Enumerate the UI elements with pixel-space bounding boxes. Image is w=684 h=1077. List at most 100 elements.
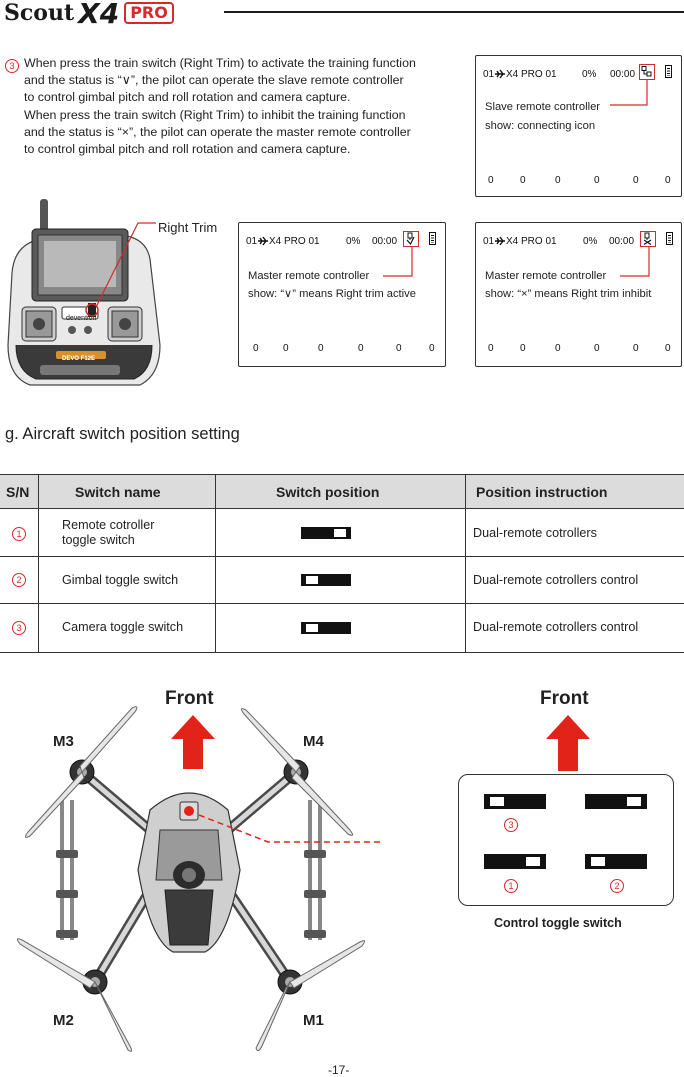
trim-active-icon bbox=[403, 231, 419, 247]
row-divider bbox=[0, 556, 684, 557]
switch-name: Camera toggle switch bbox=[62, 620, 184, 634]
right-trim-label: Right Trim bbox=[158, 220, 218, 235]
transmitter-illustration: devention DEVO F12E Right Trim bbox=[0, 195, 232, 395]
table-header: Switch position bbox=[276, 484, 380, 500]
lcd-caption-line1: Master remote controller bbox=[248, 270, 370, 282]
lcd-screen-slave: 01 X4 PRO 01 0% 00:00 Slave remote contr… bbox=[475, 55, 682, 197]
trim-inhibit-icon bbox=[640, 231, 656, 247]
channel-value: 0 bbox=[520, 175, 526, 186]
position-instruction: Dual-remote cotrollers bbox=[473, 526, 597, 540]
controller-badge: DEVO F12E bbox=[62, 356, 96, 362]
row-number-badge: 1 bbox=[12, 527, 26, 541]
switch-name: Gimbal toggle switch bbox=[62, 573, 179, 587]
battery-icon bbox=[666, 232, 673, 245]
switch-position-left bbox=[301, 622, 351, 634]
battery-icon bbox=[429, 232, 436, 245]
panel-switch-top-right bbox=[585, 794, 647, 809]
lcd-caption-line2: show: “×” means Right trim inhibit bbox=[485, 288, 652, 300]
lcd-channel-values: 0 0 0 0 0 0 bbox=[476, 343, 681, 355]
channel-value: 0 bbox=[253, 343, 259, 354]
channel-value: 0 bbox=[594, 175, 600, 186]
channel-value: 0 bbox=[488, 175, 494, 186]
channel-value: 0 bbox=[283, 343, 289, 354]
lcd-screen-active: 01 X4 PRO 01 0% 00:00 Master remote cont… bbox=[238, 222, 446, 367]
row-number-badge: 3 bbox=[12, 621, 26, 635]
airplane-icon bbox=[258, 236, 268, 246]
lcd-model-name: X4 PRO 01 bbox=[506, 69, 557, 80]
lcd-time: 00:00 bbox=[372, 236, 398, 247]
panel-label-1: 1 bbox=[504, 879, 518, 893]
channel-value: 0 bbox=[633, 343, 639, 354]
channel-value: 0 bbox=[396, 343, 402, 354]
lcd-caption-line1: Slave remote controller bbox=[485, 101, 601, 113]
front-label: Front bbox=[165, 688, 214, 709]
airplane-icon bbox=[495, 69, 505, 79]
motor-label-m1: M1 bbox=[303, 1012, 324, 1029]
lcd-time: 00:00 bbox=[609, 236, 635, 247]
step3-line: to control gimbal pitch and roll rotatio… bbox=[24, 90, 351, 105]
step3-line: and the status is “∨”, the pilot can ope… bbox=[24, 73, 404, 88]
table-header: Position instruction bbox=[476, 484, 608, 500]
row-divider bbox=[0, 508, 684, 509]
switch-position-table: S/N Switch name Switch position Position… bbox=[0, 474, 684, 653]
step3-line: to control gimbal pitch and roll rotatio… bbox=[24, 142, 351, 157]
logo-word: Scout bbox=[4, 0, 75, 26]
row-divider bbox=[0, 603, 684, 604]
battery-icon bbox=[665, 65, 672, 78]
panel-caption: Control toggle switch bbox=[494, 916, 622, 930]
row-number-badge: 2 bbox=[12, 573, 26, 587]
front-arrow-icon bbox=[171, 715, 215, 769]
column-divider bbox=[465, 475, 466, 652]
table-header: Switch name bbox=[75, 484, 161, 500]
panel-switch-1 bbox=[484, 854, 546, 869]
lcd-time: 00:00 bbox=[610, 69, 636, 80]
lcd-channel-values: 0 0 0 0 0 0 bbox=[239, 343, 445, 355]
channel-value: 0 bbox=[594, 343, 600, 354]
step3-line: When press the train switch (Right Trim)… bbox=[24, 107, 406, 122]
lcd-screen-inhibit: 01 X4 PRO 01 0% 00:00 Master remote cont… bbox=[475, 222, 682, 367]
channel-value: 0 bbox=[488, 343, 494, 354]
lcd-percent: 0% bbox=[346, 236, 361, 247]
callout-line bbox=[610, 79, 648, 106]
position-instruction: Dual-remote cotrollers control bbox=[473, 620, 639, 634]
lcd-model-id: 01 bbox=[246, 236, 258, 247]
lcd-model-id: 01 bbox=[483, 236, 495, 247]
column-divider bbox=[38, 475, 39, 652]
callout-line bbox=[620, 246, 650, 277]
channel-value: 0 bbox=[429, 343, 435, 354]
channel-value: 0 bbox=[665, 343, 671, 354]
channel-value: 0 bbox=[318, 343, 324, 354]
step3-paragraph: When press the train switch (Right Trim)… bbox=[24, 55, 469, 158]
table-header-row bbox=[0, 475, 684, 508]
panel-switch-2 bbox=[585, 854, 647, 869]
logo-badge: PRO bbox=[124, 2, 174, 24]
panel-label-3: 3 bbox=[504, 818, 518, 832]
airplane-icon bbox=[495, 236, 505, 246]
channel-value: 0 bbox=[665, 175, 671, 186]
control-toggle-panel: 3 1 2 bbox=[458, 774, 674, 906]
channel-value: 0 bbox=[633, 175, 639, 186]
switch-position-left bbox=[301, 574, 351, 586]
switch-name: Remote cotroller toggle switch bbox=[62, 518, 155, 547]
screen-brand: devention bbox=[66, 315, 97, 322]
page-number: -17- bbox=[328, 1063, 350, 1077]
switch-position-right bbox=[301, 527, 351, 539]
brand-logo: Scout X4 PRO bbox=[4, 0, 174, 30]
channel-value: 0 bbox=[520, 343, 526, 354]
header-rule bbox=[224, 11, 684, 13]
step3-line: When press the train switch (Right Trim)… bbox=[24, 56, 416, 70]
lcd-percent: 0% bbox=[582, 69, 597, 80]
drone-drawing bbox=[16, 706, 460, 1052]
channel-value: 0 bbox=[358, 343, 364, 354]
step-number-badge: 3 bbox=[5, 59, 19, 73]
panel-label-2: 2 bbox=[610, 879, 624, 893]
lcd-channel-values: 0 0 0 0 0 0 bbox=[476, 175, 681, 187]
motor-label-m4: M4 bbox=[303, 733, 324, 750]
motor-label-m2: M2 bbox=[53, 1012, 74, 1029]
section-title: g. Aircraft switch position setting bbox=[5, 425, 240, 443]
lcd-model-name: X4 PRO 01 bbox=[506, 236, 557, 247]
position-instruction: Dual-remote cotrollers control bbox=[473, 573, 639, 587]
lcd-caption-line2: show: connecting icon bbox=[485, 120, 596, 132]
lcd-percent: 0% bbox=[583, 236, 598, 247]
transmitter-drawing bbox=[7, 199, 161, 386]
